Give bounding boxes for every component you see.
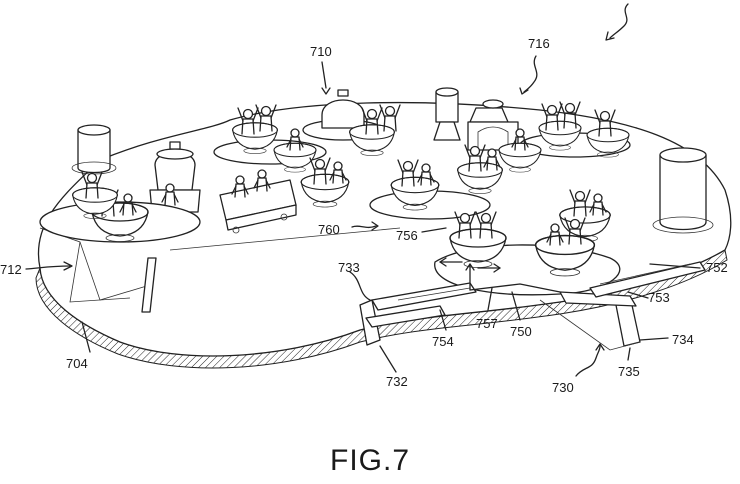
left-pillar bbox=[71, 124, 117, 175]
leader-lines bbox=[25, 3, 701, 377]
label-760: 760 bbox=[318, 222, 340, 237]
label-752: 752 bbox=[706, 260, 728, 275]
label-712: 712 bbox=[0, 262, 22, 277]
label-733: 733 bbox=[338, 260, 360, 275]
teapot-left bbox=[149, 141, 201, 213]
label-750: 750 bbox=[510, 324, 532, 339]
label-753: 753 bbox=[648, 290, 670, 305]
label-754: 754 bbox=[432, 334, 454, 349]
track-assembly bbox=[359, 261, 706, 351]
right-pillar bbox=[652, 147, 714, 234]
rail-750 bbox=[469, 283, 561, 293]
rotation-arrows bbox=[439, 257, 501, 291]
label-732: 732 bbox=[386, 374, 408, 389]
label-757: 757 bbox=[476, 316, 498, 331]
label-730: 730 bbox=[552, 380, 574, 395]
box-car bbox=[219, 169, 297, 234]
center-pillar bbox=[433, 87, 461, 141]
reference-labels: 710 716 712 704 760 756 733 752 753 734 … bbox=[0, 36, 728, 395]
label-716: 716 bbox=[528, 36, 550, 51]
label-756: 756 bbox=[396, 228, 418, 243]
label-734: 734 bbox=[672, 332, 694, 347]
label-704: 704 bbox=[66, 356, 88, 371]
label-735: 735 bbox=[618, 364, 640, 379]
track-slot bbox=[141, 257, 157, 313]
figure-caption: FIG.7 bbox=[330, 444, 410, 477]
label-710: 710 bbox=[310, 44, 332, 59]
